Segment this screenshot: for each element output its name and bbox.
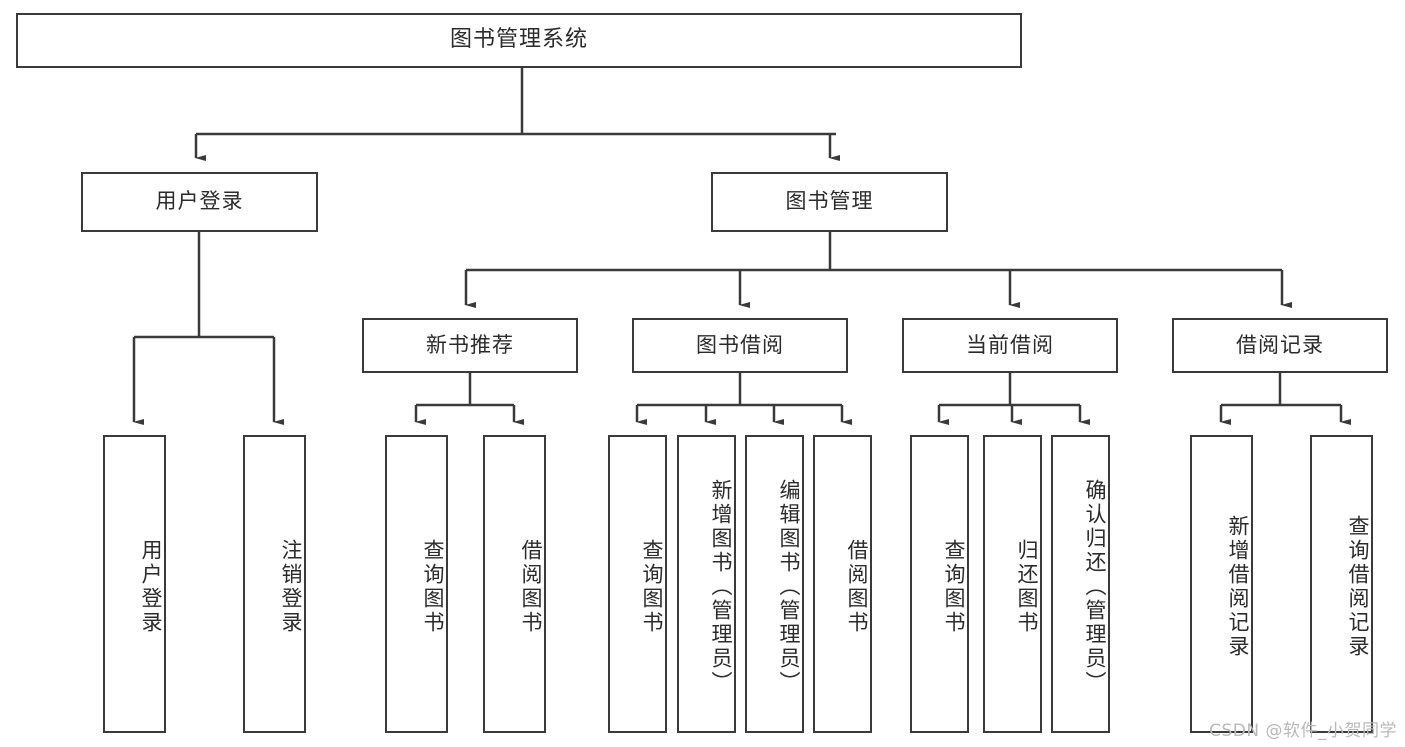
node-current-borrow[interactable]: 当前借阅 bbox=[902, 318, 1118, 373]
leaf-add-record[interactable]: 新增借阅记录 bbox=[1190, 435, 1253, 733]
leaf-query-book-3-label: 查询图书 bbox=[942, 539, 966, 635]
leaf-add-book-label: 新增图书（管理员） bbox=[709, 479, 733, 695]
leaf-edit-book[interactable]: 编辑图书（管理员） bbox=[745, 435, 804, 733]
node-book-management-label: 图书管理 bbox=[785, 189, 874, 214]
node-new-book-recommend[interactable]: 新书推荐 bbox=[362, 318, 578, 373]
leaf-add-book[interactable]: 新增图书（管理员） bbox=[677, 435, 736, 733]
leaf-user-login[interactable]: 用户登录 bbox=[103, 435, 166, 733]
leaf-query-book-1-label: 查询图书 bbox=[421, 539, 445, 635]
watermark: CSDN @软件_小贺同学 bbox=[1209, 721, 1397, 741]
leaf-return-book-label: 归还图书 bbox=[1015, 539, 1039, 635]
leaf-confirm-return[interactable]: 确认归还（管理员） bbox=[1051, 435, 1110, 733]
leaf-confirm-return-label: 确认归还（管理员） bbox=[1083, 479, 1107, 695]
leaf-query-book-2[interactable]: 查询图书 bbox=[608, 435, 667, 733]
leaf-borrow-book-2-label: 借阅图书 bbox=[845, 539, 869, 635]
node-book-borrow-label: 图书借阅 bbox=[696, 332, 784, 357]
leaf-query-book-1[interactable]: 查询图书 bbox=[385, 435, 448, 733]
leaf-user-logout[interactable]: 注销登录 bbox=[243, 435, 306, 733]
leaf-borrow-book-2[interactable]: 借阅图书 bbox=[813, 435, 872, 733]
node-book-borrow[interactable]: 图书借阅 bbox=[632, 318, 848, 373]
node-book-management[interactable]: 图书管理 bbox=[711, 172, 948, 232]
node-borrow-record[interactable]: 借阅记录 bbox=[1172, 318, 1388, 373]
node-root-label: 图书管理系统 bbox=[449, 27, 588, 53]
node-user-login-label: 用户登录 bbox=[155, 189, 244, 214]
node-borrow-record-label: 借阅记录 bbox=[1236, 332, 1324, 357]
leaf-query-record-label: 查询借阅记录 bbox=[1346, 515, 1370, 659]
leaf-return-book[interactable]: 归还图书 bbox=[983, 435, 1042, 733]
leaf-query-record[interactable]: 查询借阅记录 bbox=[1310, 435, 1373, 733]
leaf-edit-book-label: 编辑图书（管理员） bbox=[777, 479, 801, 695]
node-user-login[interactable]: 用户登录 bbox=[81, 172, 318, 232]
leaf-query-book-2-label: 查询图书 bbox=[640, 539, 664, 635]
node-root[interactable]: 图书管理系统 bbox=[16, 13, 1022, 68]
leaf-add-record-label: 新增借阅记录 bbox=[1226, 515, 1250, 659]
leaf-query-book-3[interactable]: 查询图书 bbox=[910, 435, 969, 733]
node-current-borrow-label: 当前借阅 bbox=[966, 332, 1054, 357]
leaf-user-login-label: 用户登录 bbox=[139, 539, 163, 635]
leaf-borrow-book-1[interactable]: 借阅图书 bbox=[483, 435, 546, 733]
node-new-book-recommend-label: 新书推荐 bbox=[426, 332, 514, 357]
leaf-user-logout-label: 注销登录 bbox=[279, 539, 303, 635]
leaf-borrow-book-1-label: 借阅图书 bbox=[519, 539, 543, 635]
